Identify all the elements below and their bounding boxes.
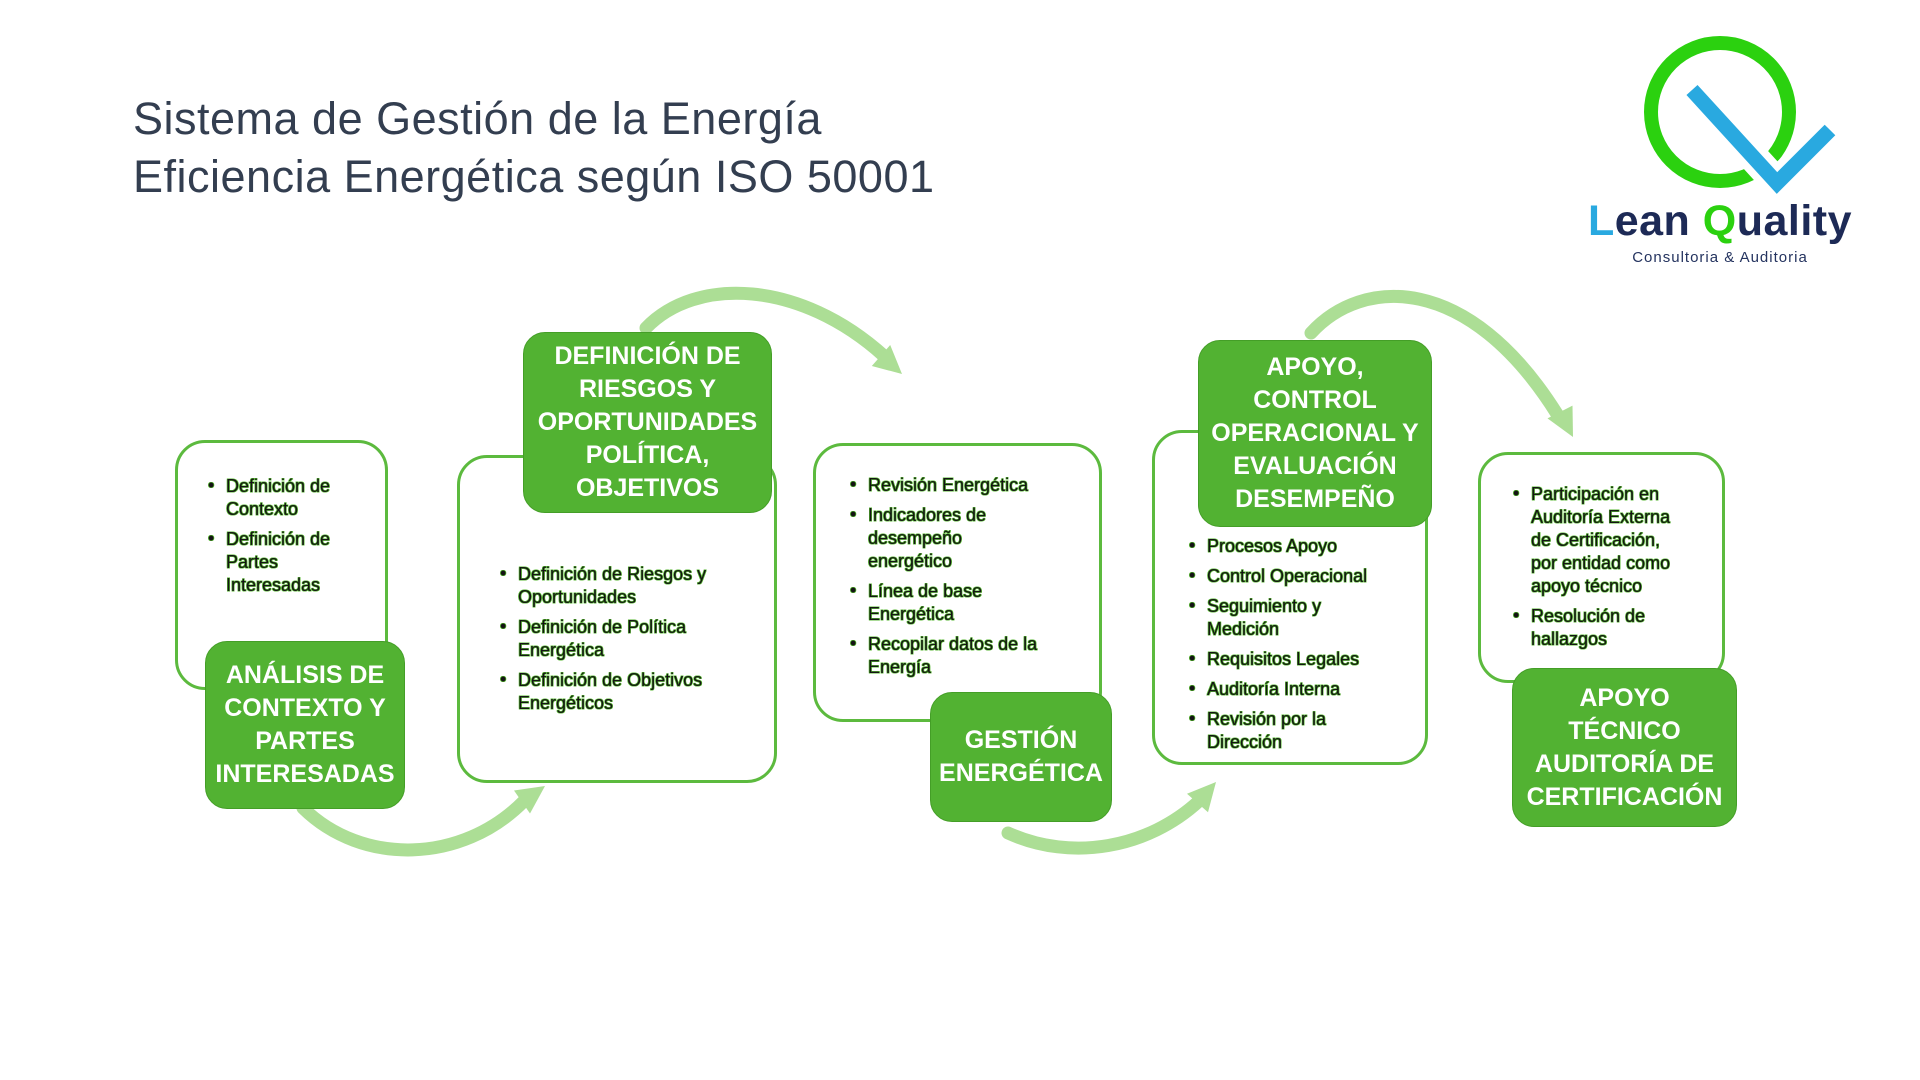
logo-letters-ean: ean <box>1614 197 1691 245</box>
step2-bullet-list: Definición de Riesgos y Oportunidades De… <box>460 458 774 715</box>
list-item: Recopilar datos de la Energía <box>846 632 1089 679</box>
list-item: Revisión Energética <box>846 473 1089 497</box>
step4-bullet-list: Procesos Apoyo Control Operacional Segui… <box>1155 433 1425 754</box>
logo-letters-uality: uality <box>1736 197 1853 245</box>
step4-title: APOYO, CONTROL OPERACIONAL Y EVALUACIÓN … <box>1211 353 1419 513</box>
list-item: Resolución de hallazgos <box>1509 604 1714 651</box>
step5-title: APOYO TÉCNICO AUDITORÍA DE CERTIFICACIÓN <box>1526 683 1723 811</box>
step1-title: ANÁLISIS DE CONTEXTO Y PARTES INTERESADA… <box>215 661 395 788</box>
step3-details-box: Revisión Energética Indicadores de desem… <box>813 443 1102 722</box>
list-item: Requisitos Legales <box>1185 647 1415 671</box>
list-item: Auditoría Interna <box>1185 677 1415 701</box>
logo-q-check-icon <box>1644 36 1841 200</box>
logo-wordmark: Lean Quality <box>1565 197 1875 246</box>
title-line-1: Sistema de Gestión de la Energía <box>133 93 822 144</box>
step4-title-box: APOYO, CONTROL OPERACIONAL Y EVALUACIÓN … <box>1198 340 1432 527</box>
step1-bullet-list: Definición de Contexto Definición de Par… <box>178 443 385 597</box>
step3-bullet-list: Revisión Energética Indicadores de desem… <box>816 446 1099 679</box>
title-line-2: Eficiencia Energética según ISO 50001 <box>133 151 935 202</box>
logo-letter-q: Q <box>1702 197 1737 245</box>
logo-letter-l: L <box>1587 197 1615 245</box>
list-item: Definición de Objetivos Energéticos <box>496 668 760 715</box>
step2-title-box: DEFINICIÓN DE RIESGOS Y OPORTUNIDADES PO… <box>523 332 772 513</box>
list-item: Definición de Riesgos y Oportunidades <box>496 562 760 609</box>
list-item: Definición de Política Energética <box>496 615 760 662</box>
step2-title: DEFINICIÓN DE RIESGOS Y OPORTUNIDADES PO… <box>537 342 758 502</box>
list-item: Control Operacional <box>1185 564 1415 588</box>
step5-title-box: APOYO TÉCNICO AUDITORÍA DE CERTIFICACIÓN <box>1512 668 1737 827</box>
step1-title-box: ANÁLISIS DE CONTEXTO Y PARTES INTERESADA… <box>205 641 405 809</box>
page-title: Sistema de Gestión de la Energía Eficien… <box>133 90 935 206</box>
list-item: Indicadores de desempeño energético <box>846 503 1089 573</box>
list-item: Definición de Contexto <box>204 474 375 521</box>
list-item: Procesos Apoyo <box>1185 534 1415 558</box>
list-item: Seguimiento y Medición <box>1185 594 1415 641</box>
list-item: Participación en Auditoría Externa de Ce… <box>1509 482 1714 598</box>
logo-tagline: Consultoria & Auditoria <box>1632 249 1808 266</box>
step3-title-box: GESTIÓN ENERGÉTICA <box>930 692 1112 822</box>
list-item: Revisión por la Dirección <box>1185 707 1415 754</box>
step3-title: GESTIÓN ENERGÉTICA <box>939 726 1103 787</box>
step5-bullet-list: Participación en Auditoría Externa de Ce… <box>1481 455 1722 651</box>
list-item: Línea de base Energética <box>846 579 1089 626</box>
step5-details-box: Participación en Auditoría Externa de Ce… <box>1478 452 1725 683</box>
list-item: Definición de Partes Interesadas <box>204 527 375 597</box>
